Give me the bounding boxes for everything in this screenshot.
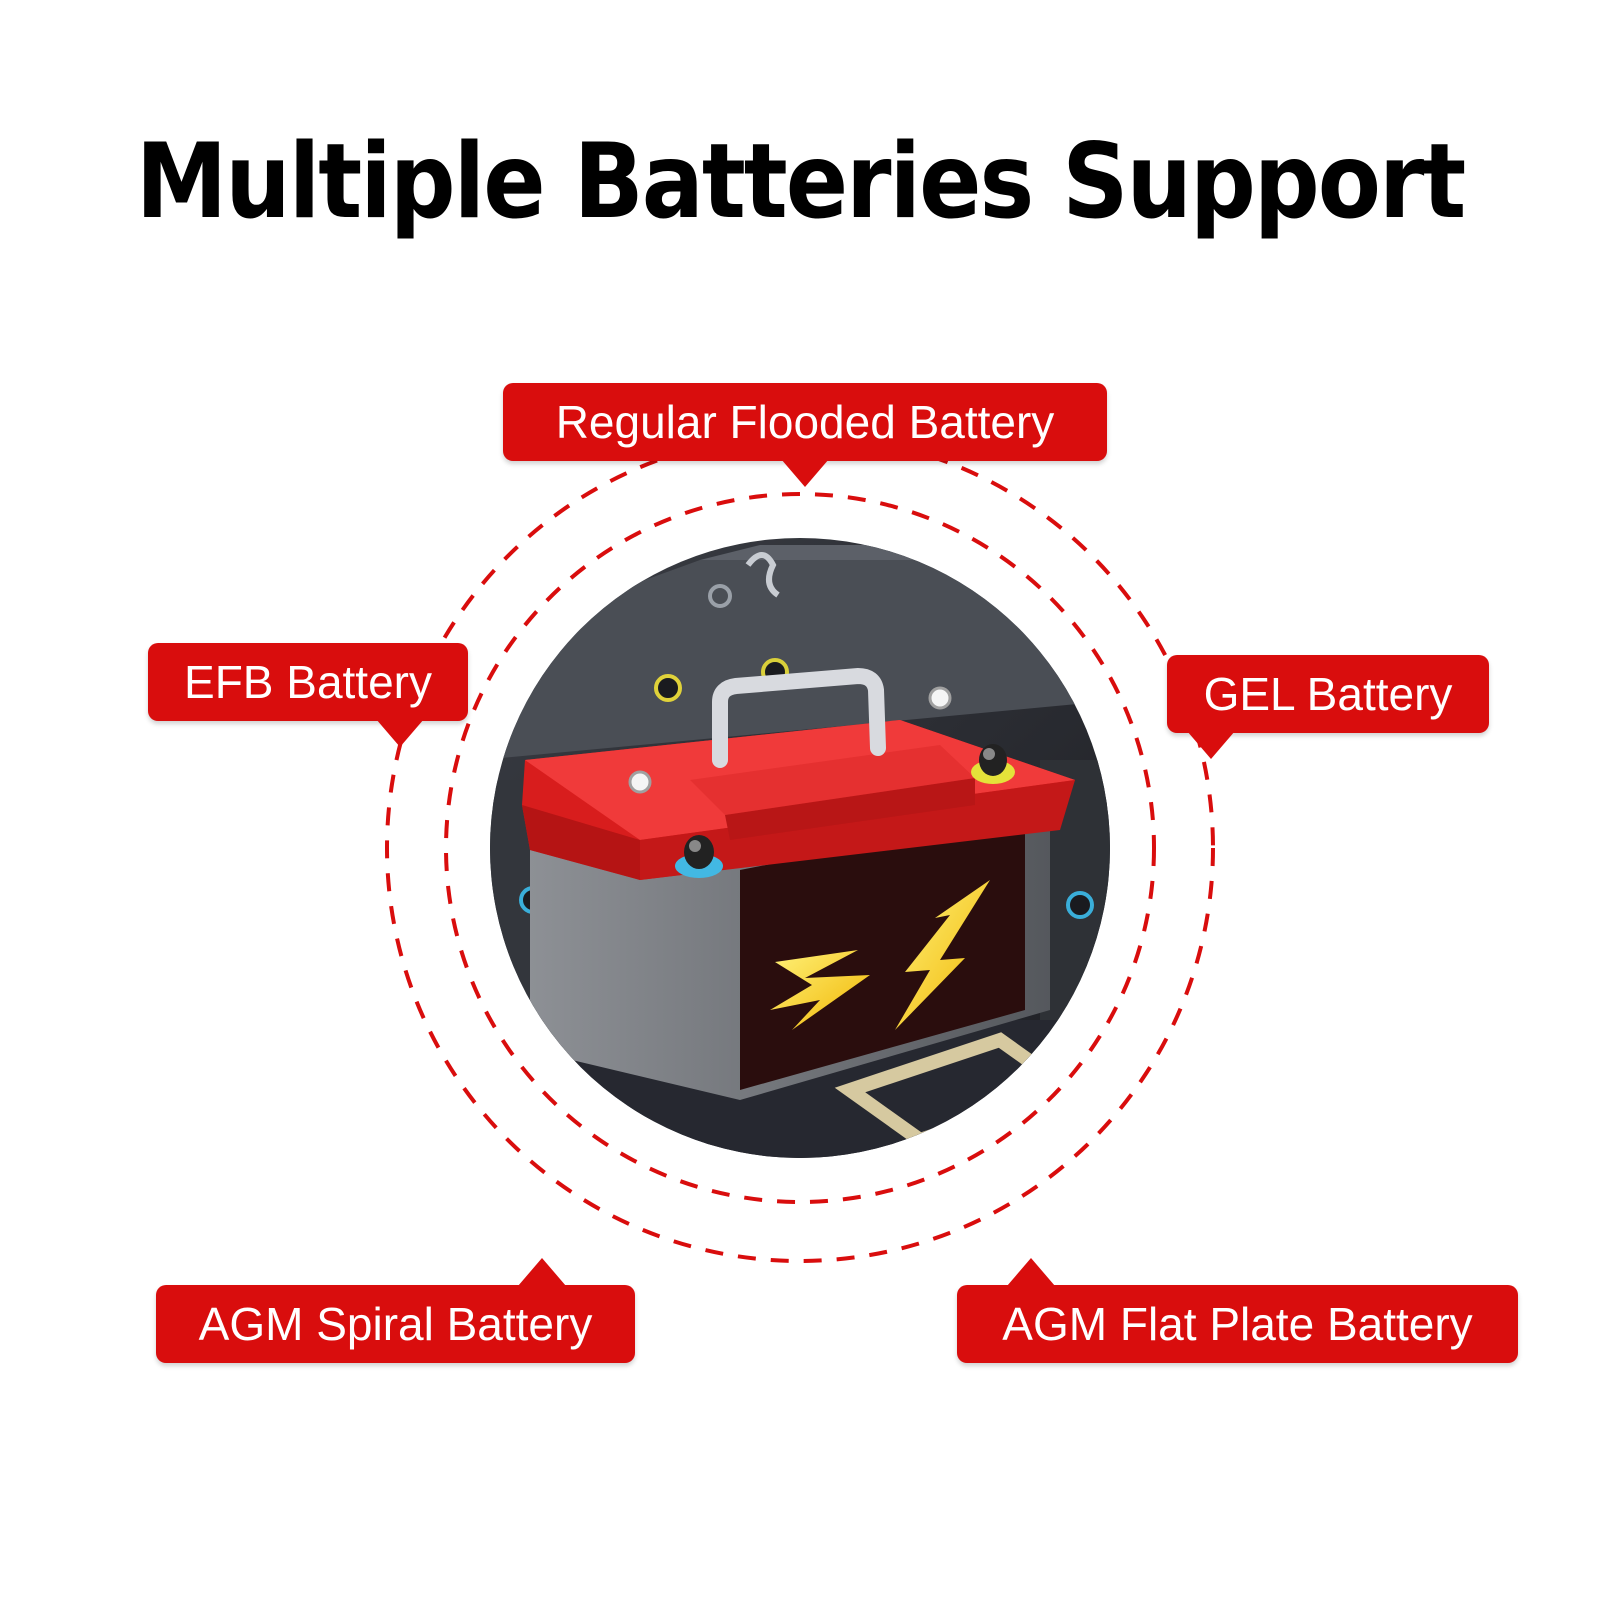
pointer-down-icon bbox=[376, 719, 424, 747]
label-gel-battery: GEL Battery bbox=[1167, 655, 1489, 759]
pointer-up-icon bbox=[1007, 1258, 1055, 1286]
pointer-down-icon bbox=[1187, 731, 1235, 759]
label-agm-spiral-battery: AGM Spiral Battery bbox=[156, 1258, 635, 1363]
outer-dashed-ring bbox=[385, 433, 1215, 1263]
label-efb-battery: EFB Battery bbox=[148, 643, 468, 747]
label-agm-flat-plate-battery: AGM Flat Plate Battery bbox=[957, 1258, 1518, 1363]
inner-dashed-ring bbox=[444, 492, 1156, 1204]
page-title: Multiple Batteries Support bbox=[135, 121, 1467, 242]
label-regular-flooded-battery: Regular Flooded Battery bbox=[503, 383, 1107, 487]
car-battery-icon bbox=[490, 538, 1110, 1158]
pointer-up-icon bbox=[518, 1258, 566, 1286]
pointer-down-icon bbox=[781, 459, 829, 487]
